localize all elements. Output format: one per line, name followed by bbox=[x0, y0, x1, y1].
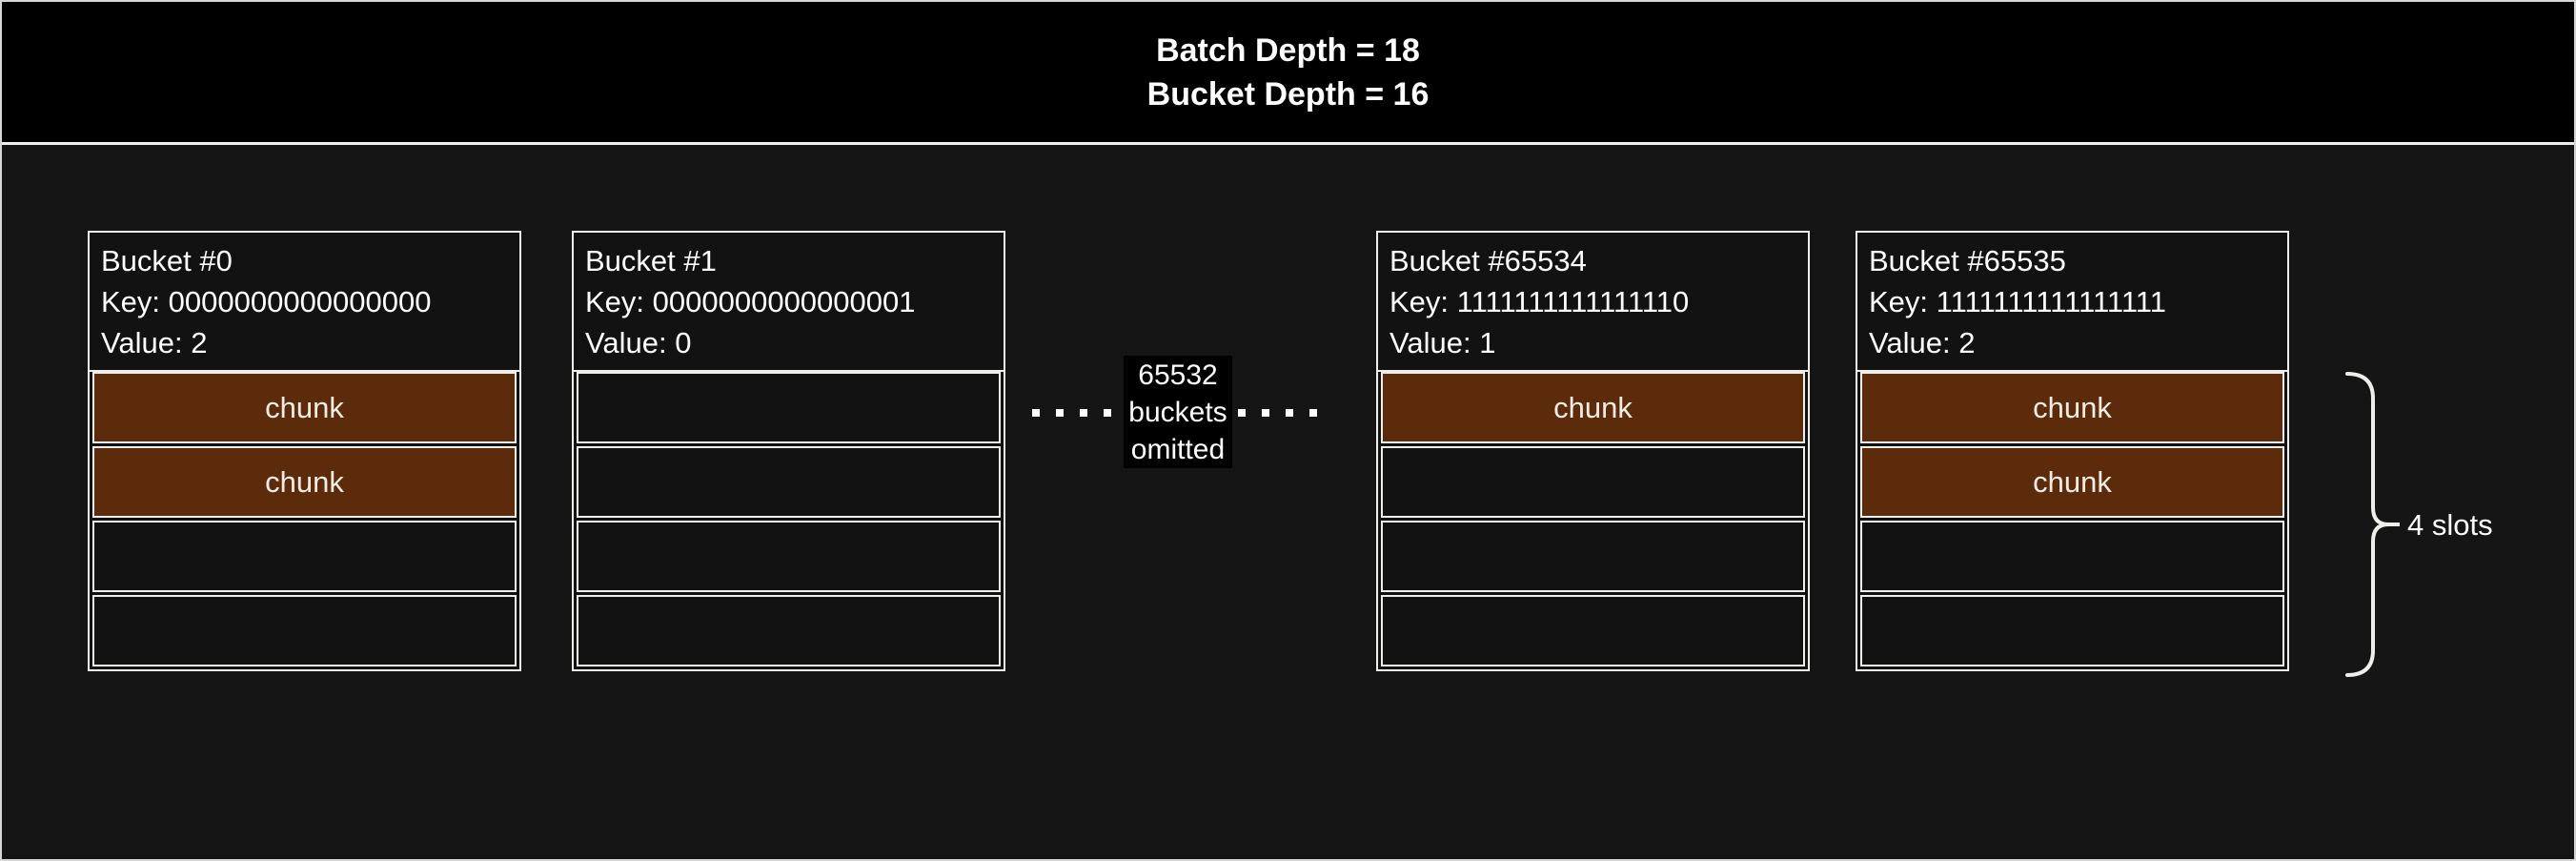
bucket-0-header: Bucket #0 Key: 0000000000000000 Value: 2 bbox=[90, 233, 519, 372]
omitted-count: 65532 bbox=[1138, 359, 1218, 391]
curly-brace-icon bbox=[2345, 372, 2400, 677]
slot bbox=[577, 372, 1001, 443]
slot bbox=[1381, 446, 1805, 518]
bucket-key: Key: 1111111111111111 bbox=[1869, 285, 2166, 318]
square-dot-icon bbox=[1104, 409, 1111, 417]
bucket-65534-slots: chunk bbox=[1378, 372, 1808, 669]
bucket-title: Bucket #1 bbox=[585, 244, 717, 277]
omitted-word-buckets: buckets bbox=[1128, 396, 1227, 428]
bucket-title: Bucket #65535 bbox=[1869, 244, 2066, 277]
omitted-dots-right bbox=[1238, 409, 1317, 417]
slot: chunk bbox=[92, 446, 517, 518]
bucket-title: Bucket #65534 bbox=[1389, 244, 1587, 277]
bucket-1-slots bbox=[574, 372, 1004, 669]
four-slots-label: 4 slots bbox=[2407, 508, 2493, 542]
header-banner: Batch Depth = 18 Bucket Depth = 16 bbox=[2, 2, 2574, 145]
slot: chunk bbox=[1860, 372, 2284, 443]
omitted-dots-left bbox=[1032, 409, 1111, 417]
square-dot-icon bbox=[1080, 409, 1087, 417]
bucket-65534-header: Bucket #65534 Key: 1111111111111110 Valu… bbox=[1378, 233, 1808, 372]
slot: chunk bbox=[92, 372, 517, 443]
slot-label: chunk bbox=[2033, 390, 2112, 424]
slot bbox=[577, 521, 1001, 592]
square-dot-icon bbox=[1309, 409, 1317, 417]
square-dot-icon bbox=[1032, 409, 1040, 417]
square-dot-icon bbox=[1286, 409, 1293, 417]
square-dot-icon bbox=[1056, 409, 1064, 417]
bucket-65535-header: Bucket #65535 Key: 1111111111111111 Valu… bbox=[1857, 233, 2287, 372]
slot bbox=[577, 446, 1001, 518]
bucket-0: Bucket #0 Key: 0000000000000000 Value: 2… bbox=[88, 231, 521, 671]
slot bbox=[1381, 521, 1805, 592]
bucket-key: Key: 0000000000000000 bbox=[101, 285, 432, 318]
omitted-word-omitted: omitted bbox=[1130, 433, 1226, 465]
bucket-1: Bucket #1 Key: 0000000000000001 Value: 0 bbox=[572, 231, 1005, 671]
square-dot-icon bbox=[1238, 409, 1246, 417]
slot-label: chunk bbox=[2033, 464, 2112, 499]
slot-label: chunk bbox=[265, 390, 344, 424]
bucket-0-slots: chunk chunk bbox=[90, 372, 519, 669]
bucket-65535-slots: chunk chunk bbox=[1857, 372, 2287, 669]
bucket-65535: Bucket #65535 Key: 1111111111111111 Valu… bbox=[1856, 231, 2289, 671]
slot bbox=[1381, 595, 1805, 666]
slot-label: chunk bbox=[1553, 390, 1633, 424]
slot bbox=[92, 521, 517, 592]
bucket-1-header: Bucket #1 Key: 0000000000000001 Value: 0 bbox=[574, 233, 1004, 372]
bucket-depth-label: Bucket Depth = 16 bbox=[1146, 75, 1430, 113]
bucket-key: Key: 1111111111111110 bbox=[1389, 285, 1690, 318]
bucket-value: Value: 1 bbox=[1389, 326, 1496, 359]
omitted-buckets-label: 65532 buckets omitted bbox=[1124, 356, 1232, 468]
bucket-title: Bucket #0 bbox=[101, 244, 233, 277]
slot bbox=[577, 595, 1001, 666]
square-dot-icon bbox=[1262, 409, 1269, 417]
slot bbox=[1860, 521, 2284, 592]
bucket-key: Key: 0000000000000001 bbox=[585, 285, 916, 318]
bucket-value: Value: 2 bbox=[101, 326, 208, 359]
slot-label: chunk bbox=[265, 464, 344, 499]
slot: chunk bbox=[1860, 446, 2284, 518]
slot bbox=[1860, 595, 2284, 666]
bucket-value: Value: 0 bbox=[585, 326, 692, 359]
batch-depth-label: Batch Depth = 18 bbox=[1156, 31, 1420, 69]
slot bbox=[92, 595, 517, 666]
slot: chunk bbox=[1381, 372, 1805, 443]
bucket-value: Value: 2 bbox=[1869, 326, 1976, 359]
bucket-65534: Bucket #65534 Key: 1111111111111110 Valu… bbox=[1376, 231, 1810, 671]
